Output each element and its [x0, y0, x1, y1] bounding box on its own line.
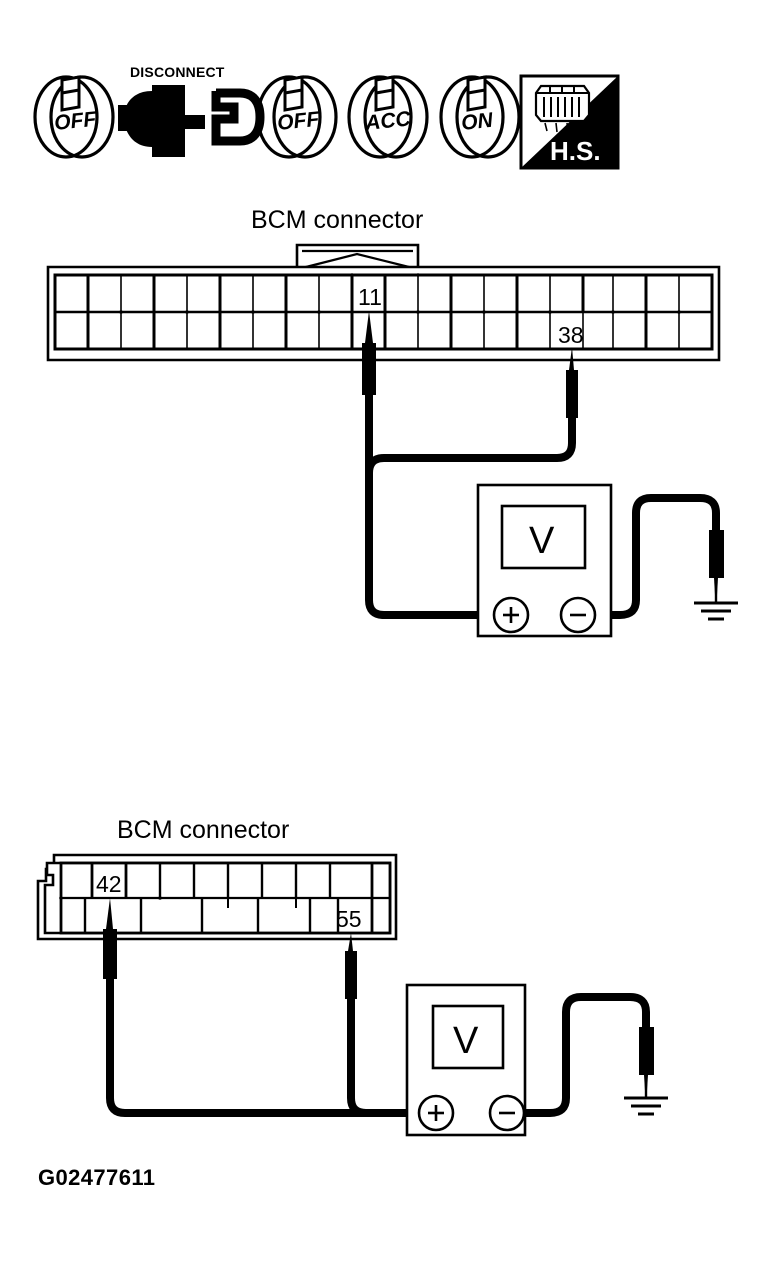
ignition-off-knob-label: OFF [53, 108, 98, 135]
disconnect-label: DISCONNECT [130, 64, 225, 80]
ignition-on-knob: ON [439, 75, 521, 159]
status-icon-row: OFF DISCONNECT OFF ACC ON [33, 64, 620, 170]
voltmeter-top: V [476, 483, 613, 638]
figure-id: G02477611 [38, 1165, 155, 1190]
probe-pin-38: 38 [558, 322, 584, 418]
ignition-off-knob-2: OFF [256, 75, 338, 159]
ignition-off-knob-2-label: OFF [276, 108, 321, 135]
wire-minus-to-ground [595, 494, 720, 619]
ignition-on-knob-label: ON [460, 109, 495, 135]
wire-pin-55-to-plus [347, 999, 407, 1117]
disconnect-symbol: DISCONNECT [118, 64, 265, 157]
voltmeter-display-bottom: V [453, 1020, 479, 1062]
ignition-acc-knob-label: ACC [363, 107, 412, 135]
hs-connector-icon [534, 84, 591, 133]
diagram-bottom: BCM connector [36, 816, 668, 1137]
bcm-connector-bottom [36, 853, 398, 941]
bcm-connector-top [46, 243, 721, 362]
ignition-off-knob: OFF [33, 75, 115, 159]
ignition-acc-knob: ACC [347, 75, 429, 159]
pin-number-42: 42 [96, 871, 122, 897]
probe-pin-55: 55 [336, 906, 362, 999]
pin-number-11: 11 [358, 284, 382, 310]
hs-box: H.S. [519, 74, 620, 170]
figure-id-row: G02477611 [38, 1165, 155, 1190]
ground-probe-top [709, 530, 724, 602]
ground-probe-bottom [639, 1027, 654, 1097]
voltmeter-display-top: V [529, 520, 555, 562]
pin-number-55: 55 [336, 906, 362, 932]
voltmeter-bottom: V [405, 983, 527, 1137]
wire-pin-42-to-plus [106, 979, 407, 1117]
pin-number-38: 38 [558, 322, 584, 348]
chassis-ground-symbol-bottom [624, 1096, 668, 1116]
wire-pin-38-to-plus [365, 418, 576, 495]
probe-pin-42: 42 [96, 871, 122, 979]
bcm-connector-label-bottom: BCM connector [117, 816, 289, 844]
wire-pin-11-to-plus [365, 395, 478, 619]
probe-pin-11: 11 [358, 284, 382, 395]
bcm-connector-label-top: BCM connector [251, 206, 423, 234]
wire-minus-to-ground-bottom [524, 993, 650, 1117]
diagram-top: BCM connector [46, 206, 738, 638]
chassis-ground-symbol-top [694, 601, 738, 621]
hs-label: H.S. [550, 136, 601, 166]
